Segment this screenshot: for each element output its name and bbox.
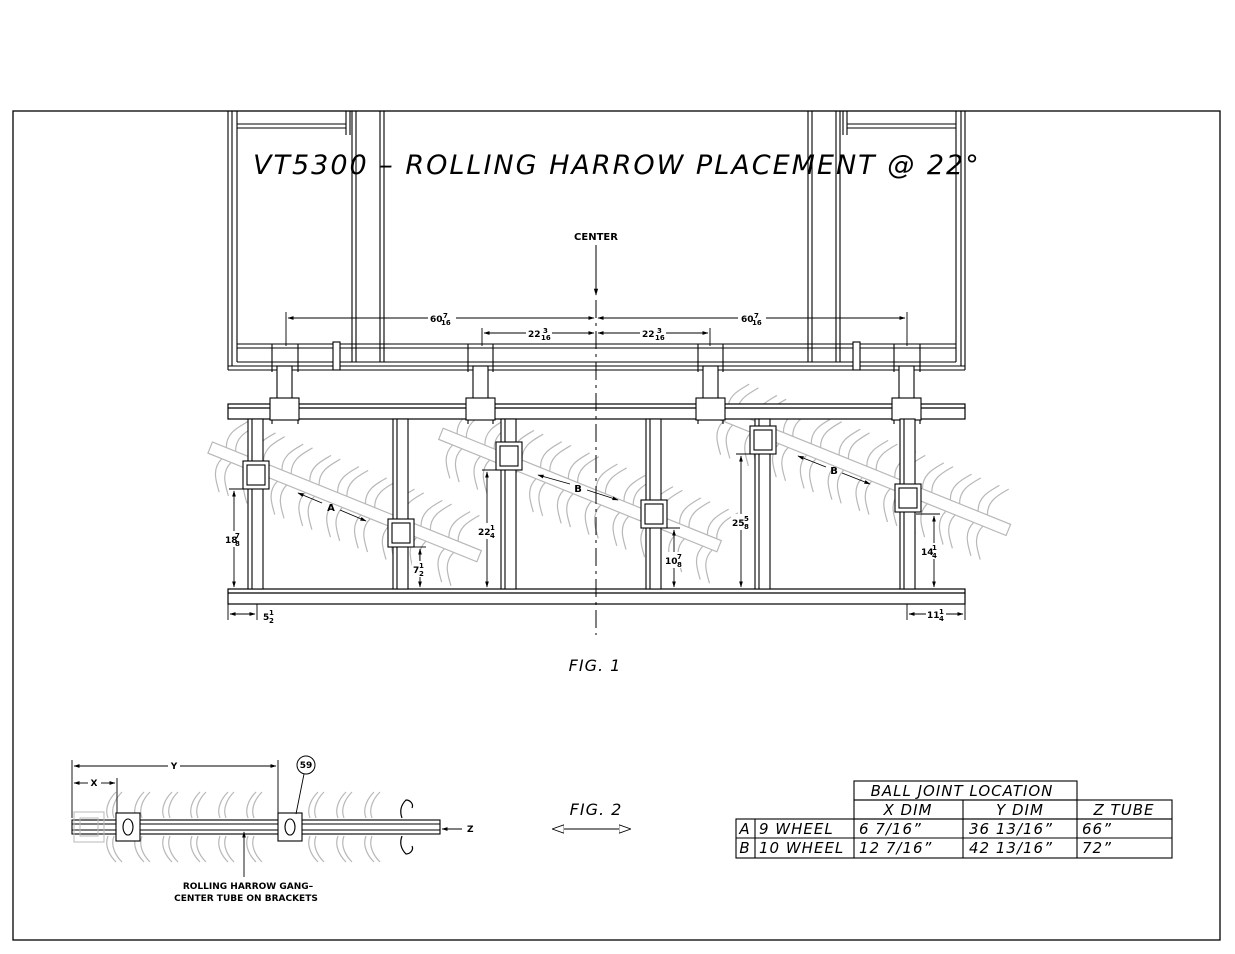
table-row-b-y: 42 13/16” (969, 839, 1053, 857)
svg-text:16: 16 (541, 334, 551, 342)
table-row-a-key: A (738, 820, 750, 838)
svg-text:22: 22 (642, 330, 655, 340)
svg-text:16: 16 (655, 334, 665, 342)
vdim-label-3: 22 1 4 (477, 523, 497, 540)
svg-text:1: 1 (419, 562, 424, 570)
svg-text:16: 16 (752, 319, 762, 327)
svg-text:4: 4 (939, 615, 944, 623)
svg-text:1: 1 (490, 524, 495, 532)
svg-text:60: 60 (430, 315, 443, 325)
gang-tines (106, 791, 381, 863)
gang-arrows (297, 455, 871, 522)
svg-text:7: 7 (443, 312, 448, 320)
svg-text:4: 4 (490, 532, 495, 540)
table-row-b-name: 10 WHEEL (759, 839, 844, 857)
vdim-label-1: 18 7 8 (224, 531, 244, 548)
svg-text:7: 7 (754, 312, 759, 320)
z-label: Z (467, 825, 474, 835)
mount-brackets (269, 341, 922, 424)
harrow-gang-center (437, 407, 739, 584)
fig1-caption: FIG. 1 (569, 656, 622, 675)
y-dimension (73, 760, 279, 813)
note-line2: CENTER TUBE ON BRACKETS (174, 894, 318, 904)
svg-text:3: 3 (657, 327, 662, 335)
svg-text:8: 8 (235, 540, 240, 548)
table-row-a-y: 36 13/16” (969, 820, 1053, 838)
table-row-a-z: 66” (1082, 820, 1112, 838)
svg-text:59: 59 (300, 761, 313, 771)
table-row-b-key: B (739, 839, 750, 857)
gang-center-tube (71, 819, 441, 835)
vdim-label-2: 7 1 2 (412, 561, 428, 578)
vdim-label-5: 25 5 8 (731, 514, 751, 531)
vdim-label-6: 14 1 4 (920, 543, 940, 560)
svg-text:25: 25 (732, 519, 745, 529)
gang-mount-plates (115, 812, 303, 842)
harrow-gang-left (207, 421, 483, 586)
x-dimension (71, 760, 118, 818)
svg-text:4: 4 (932, 552, 937, 560)
svg-text:1: 1 (932, 544, 937, 552)
gang-end-tine (400, 799, 414, 855)
svg-text:2: 2 (269, 617, 274, 625)
bdim-label-1: 5 1 2 (263, 609, 274, 625)
part-balloon: 59 (295, 755, 316, 815)
top-dim-label-2: 22 3 16 (526, 326, 552, 342)
svg-text:3: 3 (543, 327, 548, 335)
svg-text:22: 22 (478, 528, 491, 538)
svg-text:2: 2 (419, 570, 424, 578)
top-dim-label-3: 22 3 16 (640, 326, 666, 342)
svg-text:7: 7 (235, 532, 240, 540)
gang-label-b-center: B (574, 484, 582, 495)
table-col-y: Y DIM (996, 801, 1044, 819)
svg-text:16: 16 (441, 319, 451, 327)
table-group-header: BALL JOINT LOCATION (871, 782, 1054, 800)
top-dim-label-4: 60 7 16 (738, 311, 766, 327)
table-row-b-z: 72” (1082, 839, 1112, 857)
gang-label-b-right: B (830, 466, 838, 477)
gang-end-brackets (73, 811, 105, 843)
gang-bracket-plates (242, 425, 922, 548)
vertical-legs (247, 418, 916, 590)
svg-text:7: 7 (413, 566, 419, 576)
table-row-a-x: 6 7/16” (859, 820, 922, 838)
svg-text:22: 22 (528, 330, 541, 340)
svg-text:1: 1 (939, 608, 944, 616)
svg-text:60: 60 (741, 315, 754, 325)
table-col-x: X DIM (883, 801, 933, 819)
vdim-label-4: 10 7 8 (664, 552, 684, 569)
fig1-frame-view: CENTER 60 7 16 22 3 16 22 3 16 60 7 (207, 111, 1012, 675)
drawing-title: VT5300 – ROLLING HARROW PLACEMENT @ 22° (253, 150, 981, 181)
svg-text:1: 1 (269, 609, 274, 617)
svg-text:11: 11 (927, 611, 940, 621)
fig2-gang-detail: X Y 59 Z ROLLING HARROW GANG– CENTER TUB… (71, 755, 630, 904)
ball-joint-table (735, 780, 1173, 859)
svg-text:14: 14 (921, 548, 934, 558)
bottom-dimensions (227, 604, 966, 620)
bdim-label-2: 11 1 4 (926, 608, 946, 623)
center-label: CENTER (574, 232, 618, 243)
table-col-z: Z TUBE (1093, 801, 1155, 819)
note-line1: ROLLING HARROW GANG– (183, 882, 314, 892)
x-label: X (91, 779, 98, 789)
y-label: Y (170, 762, 178, 772)
table-text: BALL JOINT LOCATION X DIM Y DIM Z TUBE A… (738, 782, 1155, 857)
harrow-gang-right (708, 383, 1012, 560)
svg-text:5: 5 (744, 515, 749, 523)
svg-text:8: 8 (744, 523, 749, 531)
svg-text:8: 8 (677, 561, 682, 569)
svg-text:10: 10 (665, 557, 678, 567)
top-dim-label-1: 60 7 16 (428, 311, 456, 327)
sheet-border (12, 110, 1221, 941)
upper-main-frame (227, 111, 966, 371)
table-row-b-x: 12 7/16” (859, 839, 932, 857)
gang-label-a: A (327, 503, 335, 514)
svg-text:18: 18 (225, 536, 238, 546)
table-row-a-name: 9 WHEEL (759, 820, 834, 838)
svg-text:7: 7 (677, 553, 682, 561)
svg-text:5: 5 (263, 613, 269, 623)
fig2-caption: FIG. 2 (570, 800, 623, 819)
